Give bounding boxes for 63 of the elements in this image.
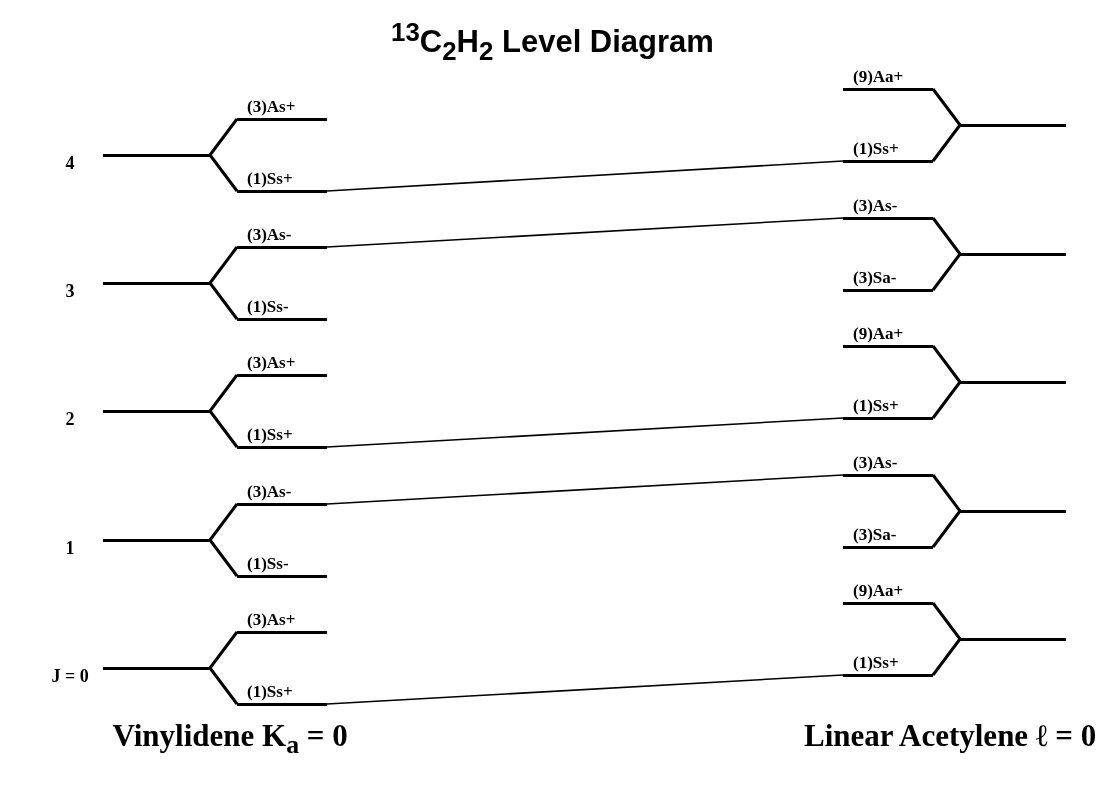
isomer-label: Vinylidene K$_{a}$ = 0	[112, 718, 348, 761]
quantum-number-label: 2	[65, 409, 75, 430]
energy-level-line	[960, 252, 1066, 256]
splitting-line	[931, 88, 962, 126]
splitting-line	[931, 217, 962, 255]
state-label: (9)Aa+	[853, 66, 904, 87]
splitting-line	[931, 124, 962, 162]
energy-level-line	[103, 409, 210, 413]
energy-level-line	[960, 380, 1066, 384]
correlation-line	[326, 160, 844, 192]
energy-level-line	[103, 538, 210, 542]
isomer-label: Linear Acetylene ℓ = 0	[804, 718, 1097, 754]
quantum-number-label: 4	[65, 153, 75, 174]
splitting-line	[931, 345, 962, 383]
state-label: (9)Aa+	[853, 580, 904, 601]
energy-level-line	[103, 666, 210, 670]
splitting-line	[208, 374, 239, 412]
splitting-line	[208, 503, 239, 541]
splitting-line	[208, 246, 239, 284]
energy-level-line	[960, 509, 1066, 513]
state-label: (1)Ss+	[853, 395, 899, 416]
energy-level-line	[103, 281, 210, 285]
splitting-line	[208, 118, 239, 156]
state-label: (3)As+	[247, 352, 296, 373]
state-label: (3)As+	[247, 609, 296, 630]
correlation-line	[326, 674, 844, 705]
correlation-line	[326, 474, 844, 505]
state-label: (1)Ss+	[853, 138, 899, 159]
correlation-line	[326, 417, 844, 448]
energy-level-line	[960, 637, 1066, 641]
quantum-number-label: 3	[65, 281, 75, 302]
splitting-line	[931, 638, 962, 676]
state-label: (1)Ss+	[853, 652, 899, 673]
splitting-line	[931, 253, 962, 291]
state-label: (3)As-	[247, 481, 292, 502]
splitting-line	[208, 410, 239, 448]
state-label: (3)Sa-	[853, 267, 897, 288]
splitting-line	[931, 510, 962, 548]
state-label: (1)Ss+	[247, 424, 293, 445]
correlation-line	[326, 217, 844, 248]
quantum-number-label: 1	[65, 538, 75, 559]
state-label: (3)As-	[247, 224, 292, 245]
splitting-line	[208, 631, 239, 669]
state-label: (1)Ss+	[247, 681, 293, 702]
state-label: (1)Ss-	[247, 553, 289, 574]
state-label: (3)Sa-	[853, 524, 897, 545]
splitting-line	[208, 282, 239, 320]
splitting-line	[208, 667, 239, 705]
state-label: (1)Ss-	[247, 296, 289, 317]
state-label: (1)Ss+	[247, 168, 293, 189]
splitting-line	[931, 381, 962, 419]
diagram-title: $^{13}$C$_{2}$H$_{2}$ Level Diagram	[391, 18, 714, 66]
energy-level-line	[103, 153, 210, 157]
splitting-line	[931, 602, 962, 640]
splitting-line	[208, 154, 239, 192]
state-label: (9)Aa+	[853, 323, 904, 344]
state-label: (3)As+	[247, 96, 296, 117]
energy-level-line	[960, 123, 1066, 127]
state-label: (3)As-	[853, 195, 898, 216]
splitting-line	[931, 474, 962, 512]
state-label: (3)As-	[853, 452, 898, 473]
splitting-line	[208, 539, 239, 577]
quantum-number-label: J = 0	[51, 666, 89, 687]
